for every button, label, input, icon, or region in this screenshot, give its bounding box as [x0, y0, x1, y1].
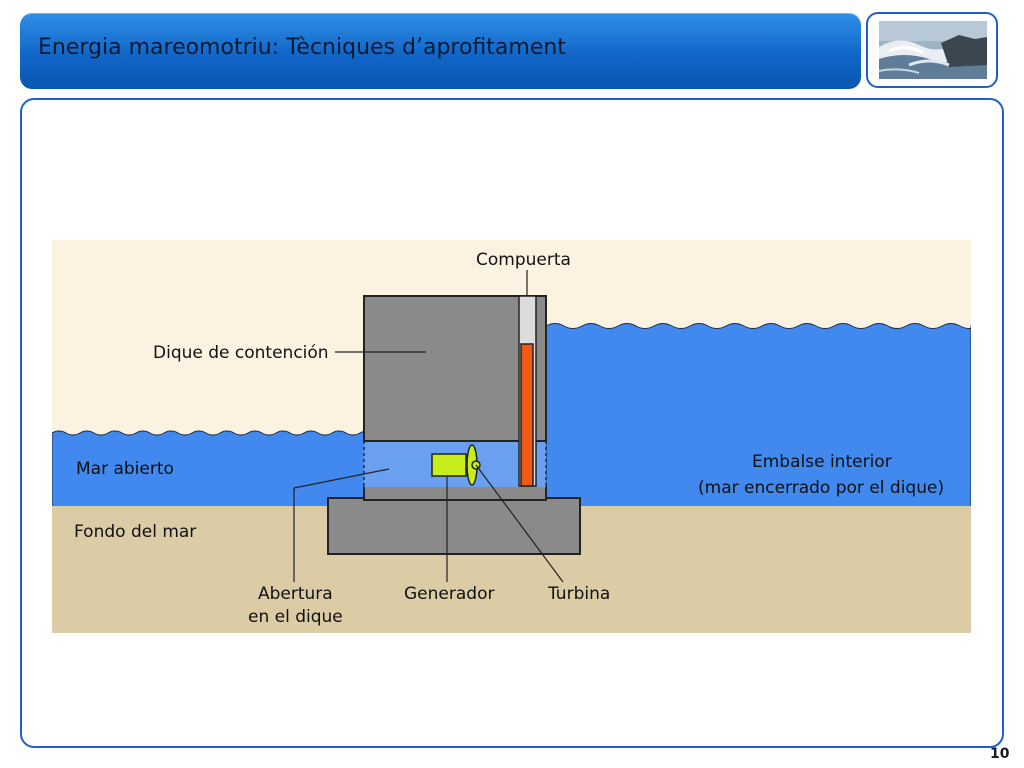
dam-foundation-step — [363, 485, 547, 501]
slide-number: 10 — [990, 746, 1010, 762]
thumbnail-frame — [866, 12, 998, 88]
label-generator: Generador — [404, 584, 494, 604]
title-bar: Energia mareomotriu: Tècniques d’aprofit… — [20, 13, 861, 89]
label-gate: Compuerta — [476, 250, 571, 270]
label-seabed: Fondo del mar — [74, 522, 196, 542]
label-basin-line1: Embalse interior — [752, 452, 892, 472]
label-dam: Dique de contención — [153, 343, 329, 363]
label-opening-line1: Abertura — [258, 584, 333, 604]
dam-base — [327, 497, 581, 555]
tidal-dam-diagram: Compuerta Dique de contención Mar abiert… — [52, 240, 971, 633]
label-open-sea: Mar abierto — [76, 459, 174, 479]
inner-basin-water — [545, 323, 971, 509]
dam-body — [363, 295, 547, 442]
label-opening-line2: en el dique — [248, 607, 343, 627]
open-sea-water — [52, 430, 417, 509]
generator — [431, 453, 467, 477]
label-turbine: Turbina — [547, 584, 610, 604]
label-basin-line2: (mar encerrado por el dique) — [698, 478, 944, 498]
sea-waves-rocks-photo-icon — [879, 21, 987, 79]
slide-title: Energia mareomotriu: Tècniques d’aprofit… — [38, 35, 566, 60]
gate — [520, 343, 534, 487]
